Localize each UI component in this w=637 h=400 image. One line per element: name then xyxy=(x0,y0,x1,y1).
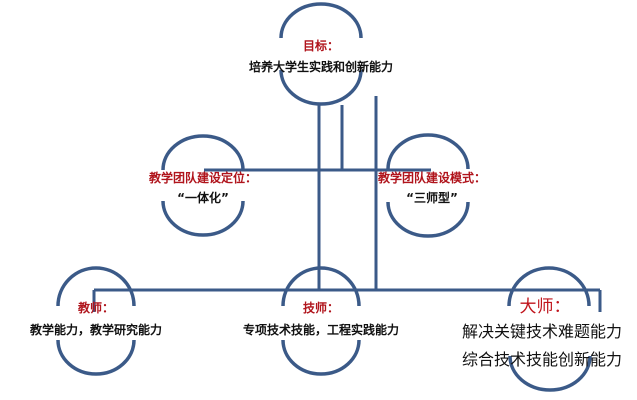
positioning-description: “一体化” xyxy=(177,191,229,205)
mode-description: “三师型” xyxy=(406,191,458,205)
mode-title: 教学团队建设模式： xyxy=(377,171,486,185)
positioning-title: 教学团队建设定位： xyxy=(148,171,257,185)
node-goal-top-arc xyxy=(279,2,363,39)
master-line-2: 综合技术技能创新能力 xyxy=(462,350,623,369)
node-teacher-bottom-arc xyxy=(56,339,136,376)
goal-description: 培养大学生实践和创新能力 xyxy=(248,60,393,74)
node-mode-top-arc xyxy=(386,133,470,170)
connectors xyxy=(92,96,602,312)
node-goal-arcs xyxy=(279,2,363,106)
node-goal-bottom-arc xyxy=(279,69,363,106)
node-technician-arcs xyxy=(281,266,361,376)
node-teacher-arcs xyxy=(56,266,136,376)
node-mode-bottom-arc xyxy=(386,201,470,238)
technician-description: 专项技术技能，工程实践能力 xyxy=(242,323,399,337)
master-title: 大师： xyxy=(519,297,571,317)
node-positioning-bottom-arc xyxy=(161,200,245,237)
teacher-description: 教学能力，教学研究能力 xyxy=(29,323,162,337)
technician-title: 技师： xyxy=(302,301,339,315)
teacher-title: 教师： xyxy=(77,301,114,315)
node-positioning-top-arc xyxy=(161,134,245,171)
goal-title: 目标： xyxy=(302,39,339,53)
node-technician-bottom-arc xyxy=(281,339,361,376)
node-positioning-arcs xyxy=(161,134,245,237)
node-mode-arcs xyxy=(386,133,470,238)
node-master-bottom-arc xyxy=(508,355,592,392)
master-line-1: 解决关键技术难题能力 xyxy=(462,322,623,341)
